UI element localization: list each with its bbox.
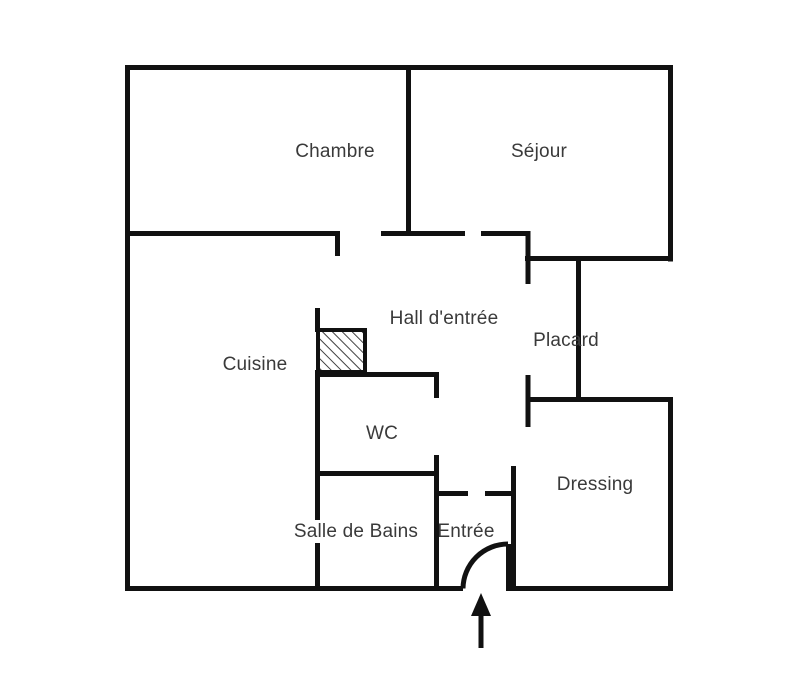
room-label-placard: Placard xyxy=(533,330,599,351)
room-label-salle-de-bains: Salle de Bains xyxy=(294,521,418,542)
room-label-cuisine: Cuisine xyxy=(223,354,288,375)
room-labels: Chambre Séjour Hall d'entrée Cuisine Pla… xyxy=(223,141,634,542)
sdb-entree-walls xyxy=(315,466,516,591)
room-label-dressing: Dressing xyxy=(557,474,634,495)
room-label-hall-entree: Hall d'entrée xyxy=(390,308,499,329)
room-label-sejour: Séjour xyxy=(511,141,568,162)
room-label-wc: WC xyxy=(366,423,398,444)
hatched-block xyxy=(316,328,367,374)
entry-direction-arrow xyxy=(471,593,491,648)
entry-door-swing xyxy=(460,541,511,591)
upper-partitions xyxy=(125,65,673,284)
door-arc xyxy=(460,541,509,589)
placard-walls xyxy=(525,259,673,427)
room-label-entree: Entrée xyxy=(437,521,494,542)
room-label-chambre: Chambre xyxy=(295,141,375,162)
arrow-head xyxy=(471,593,491,616)
outer-walls xyxy=(125,65,673,591)
